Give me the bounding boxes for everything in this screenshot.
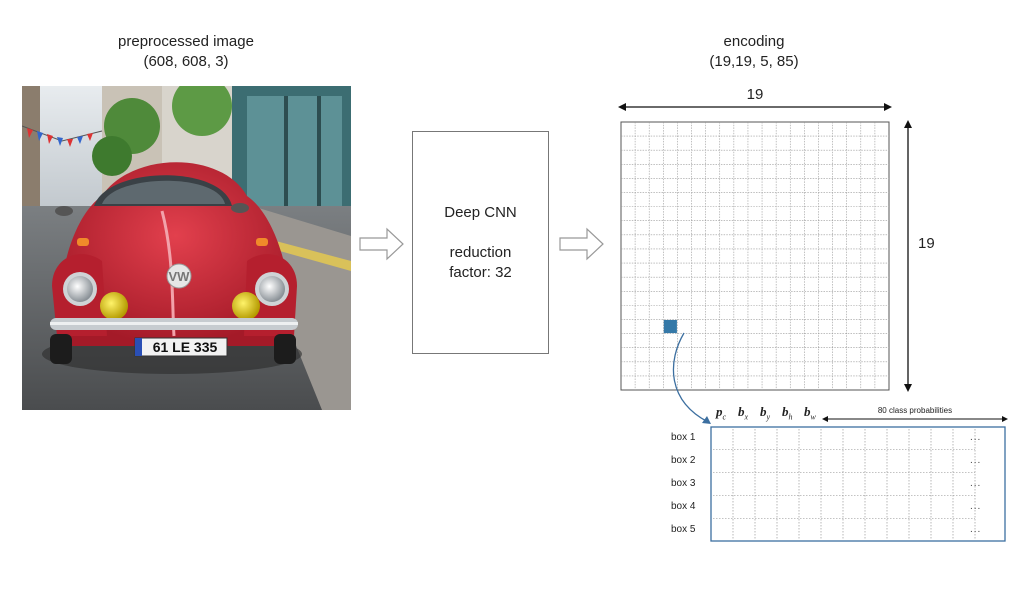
row-label-box-5: box 5 (671, 524, 696, 535)
encoding-caption-title: encoding (723, 33, 785, 50)
grid-width-label: 19 (746, 86, 764, 103)
cell-to-detail-arrow (672, 332, 711, 424)
box-attributes-header: pc bx by bh bw (716, 404, 826, 426)
encoding-caption: encoding (19,19, 5, 85) (654, 32, 854, 72)
preprocessed-image: VW 61 LE 335 (22, 86, 351, 410)
highlighted-grid-cell (663, 319, 677, 334)
cnn-reduction-label: reduction (449, 243, 512, 261)
var-bw: bw (804, 404, 816, 422)
box-detail-table (710, 426, 1006, 542)
input-caption: preprocessed image (608, 608, 3) (86, 32, 286, 72)
detail-table-border (710, 426, 1006, 542)
row-label-box-3: box 3 (671, 478, 696, 489)
ellipsis-row-1: ... (970, 432, 982, 443)
svg-text:VW: VW (169, 269, 191, 284)
row-label-box-1: box 1 (671, 432, 696, 443)
car-photo: VW 61 LE 335 (22, 86, 351, 410)
ellipsis-row-3: ... (970, 478, 982, 489)
cnn-title: Deep CNN (444, 203, 517, 221)
var-bx: bx (738, 404, 749, 422)
encoding-caption-shape: (19,19, 5, 85) (709, 53, 799, 70)
ellipsis-row-2: ... (970, 455, 982, 466)
height-dimension-arrow (904, 120, 912, 392)
class-probabilities-arrow (822, 416, 1008, 422)
ellipsis-row-4: ... (970, 501, 982, 512)
row-label-box-4: box 4 (671, 501, 696, 512)
grid-border (620, 121, 890, 391)
flow-arrow-1 (359, 227, 404, 261)
input-caption-shape: (608, 608, 3) (143, 53, 229, 70)
license-plate-text: 61 LE 335 (153, 339, 218, 355)
input-caption-title: preprocessed image (118, 33, 254, 50)
encoding-grid (620, 121, 890, 391)
cnn-factor-label: factor: 32 (449, 263, 512, 281)
ellipsis-row-5: ... (970, 524, 982, 535)
var-pc: pc (716, 404, 727, 422)
deep-cnn-box: Deep CNN reduction factor: 32 (412, 131, 549, 354)
class-probabilities-label: 80 class probabilities (845, 406, 985, 415)
width-dimension-arrow (618, 103, 892, 111)
var-bh: bh (782, 404, 793, 422)
var-by: by (760, 404, 771, 422)
grid-height-label: 19 (918, 235, 935, 252)
row-label-box-2: box 2 (671, 455, 696, 466)
flow-arrow-2 (559, 227, 604, 261)
